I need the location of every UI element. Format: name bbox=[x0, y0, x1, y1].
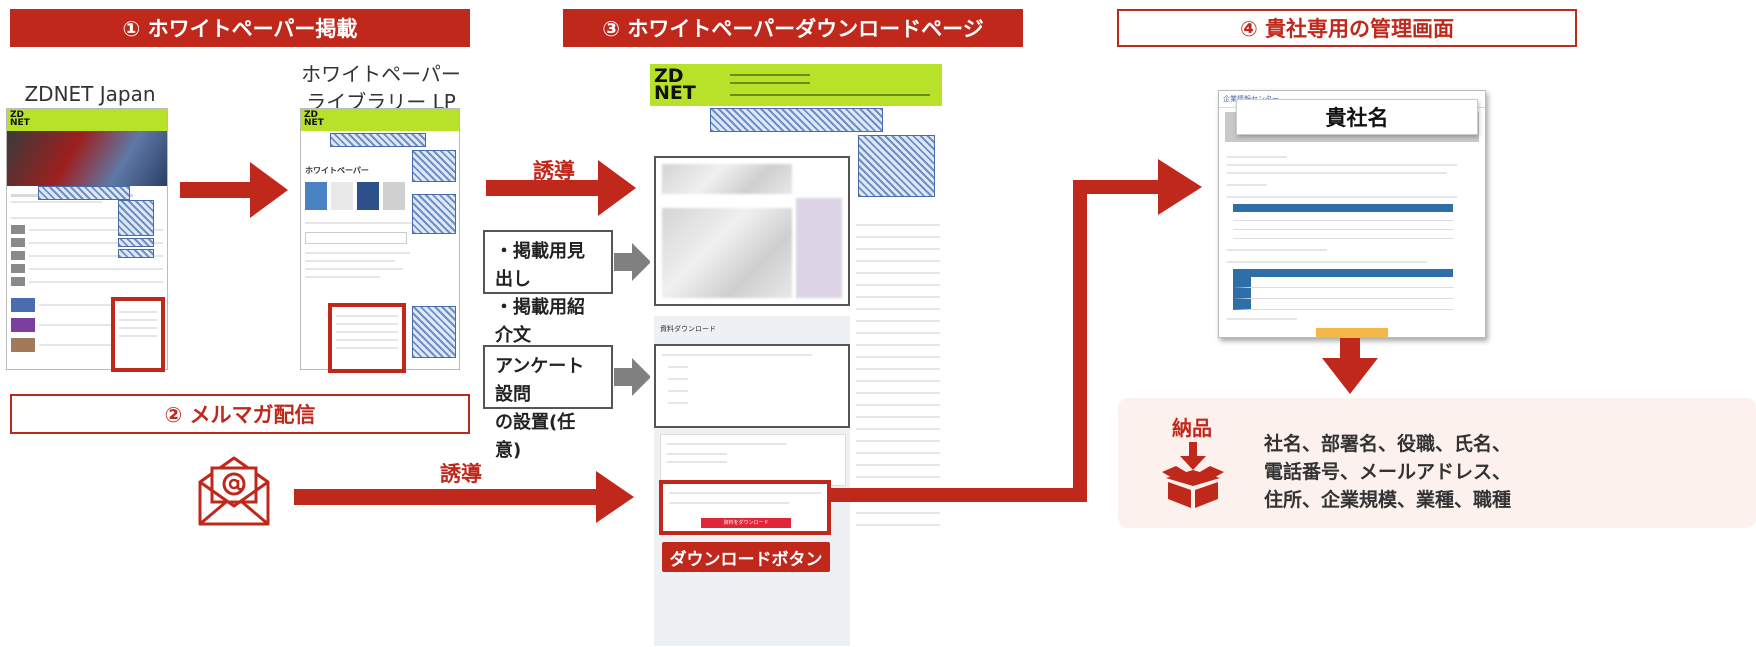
mail-icon bbox=[198, 456, 270, 526]
dl-side-ad bbox=[858, 135, 935, 197]
blurred-article bbox=[654, 156, 850, 306]
survey-box bbox=[654, 344, 850, 428]
survey-callout: アンケート設問 の設置(任意) bbox=[483, 345, 613, 461]
lp-side-ad-1 bbox=[412, 150, 456, 182]
step4-header: ④ 貴社専用の管理画面 bbox=[1117, 9, 1577, 47]
guide-label-1: 誘導 bbox=[533, 159, 575, 183]
banner-placeholder bbox=[38, 186, 130, 200]
step3-header: ③ ホワイトペーパーダウンロードページ bbox=[563, 9, 1023, 47]
lp-side-ad-3 bbox=[412, 306, 456, 358]
side-ad-placeholder-2 bbox=[118, 238, 154, 247]
delivery-box-icon bbox=[1162, 442, 1224, 508]
arrow-download-to-admin bbox=[830, 159, 1202, 502]
step2-header: ② メルマガ配信 bbox=[10, 394, 470, 434]
gray-arrow-survey bbox=[614, 358, 651, 396]
gray-arrow-headline bbox=[614, 243, 651, 281]
side-ad-placeholder-1 bbox=[118, 200, 154, 236]
download-button-label: ダウンロードボタン bbox=[662, 542, 830, 572]
wp-slot-highlight-top bbox=[111, 297, 165, 372]
wp-lp-label-line1: ホワイトペーパー bbox=[301, 62, 461, 86]
delivery-fields: 社名、部署名、役職、氏名、 電話番号、メールアドレス、 住所、企業規模、業種、職… bbox=[1264, 430, 1511, 514]
arrow-mail-to-download bbox=[294, 471, 634, 523]
lp-side-ad-2 bbox=[412, 194, 456, 234]
guide-label-2: 誘導 bbox=[440, 462, 482, 486]
delivery-line-1: 社名、部署名、役職、氏名、 bbox=[1264, 433, 1512, 455]
lp-banner-placeholder bbox=[330, 133, 426, 147]
delivery-line-2: 電話番号、メールアドレス、 bbox=[1264, 461, 1512, 483]
survey-callout-line2: の設置(任意) bbox=[495, 412, 576, 461]
side-ad-placeholder-3 bbox=[118, 249, 154, 258]
delivery-title: 納品 bbox=[1172, 416, 1212, 440]
form-title: 資料ダウンロード bbox=[660, 325, 716, 333]
hero-image bbox=[7, 131, 167, 186]
wp-slot-highlight-lp bbox=[328, 303, 406, 373]
dl-banner-placeholder bbox=[710, 108, 883, 132]
arrow-top-to-lp bbox=[180, 162, 288, 218]
arrow-lp-to-download bbox=[486, 160, 636, 216]
survey-callout-line1: アンケート設問 bbox=[495, 356, 585, 405]
headline-callout-line2: ・掲載用紹介文 bbox=[495, 297, 585, 346]
mock-download-button[interactable]: 資料をダウンロード bbox=[701, 518, 791, 528]
headline-callout: ・掲載用見出し ・掲載用紹介文 bbox=[483, 230, 613, 346]
step1-header: ① ホワイトペーパー掲載 bbox=[10, 9, 470, 47]
delivery-panel bbox=[1118, 398, 1756, 528]
arrow-admin-to-delivery bbox=[1322, 338, 1378, 394]
lp-heading: ホワイトペーパー bbox=[305, 166, 369, 175]
delivery-line-3: 住所、企業規模、業種、職種 bbox=[1264, 489, 1512, 511]
download-button-highlight: 資料をダウンロード bbox=[659, 480, 831, 535]
headline-callout-line1: ・掲載用見出し bbox=[495, 241, 585, 290]
company-name-overlay: 貴社名 bbox=[1236, 99, 1478, 135]
